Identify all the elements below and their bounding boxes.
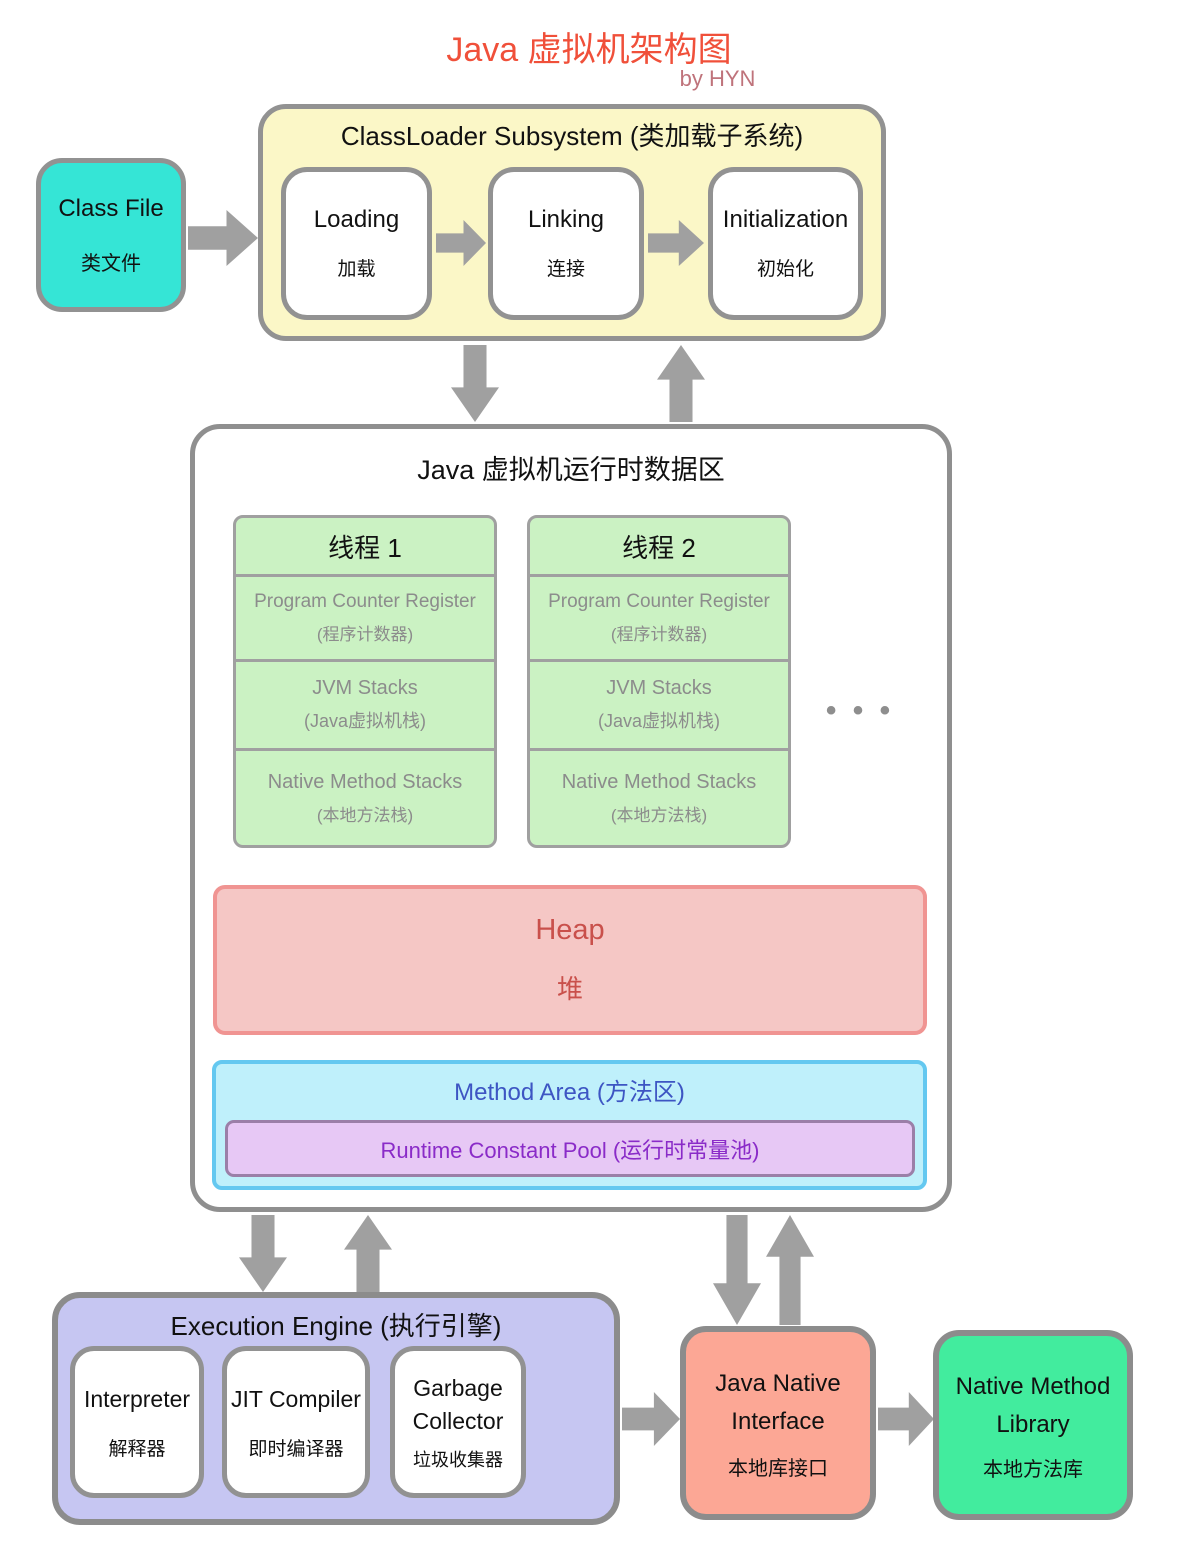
interpreter-title: Interpreter (83, 1385, 191, 1412)
initialization-subtitle: 初始化 (756, 259, 814, 280)
thread-2-native-method-stacks: Native Method Stacks (本地方法栈) (527, 748, 791, 848)
arrow-jni-to-native-library-icon (878, 1392, 934, 1446)
arrow-runtime-to-jni-icon (713, 1215, 761, 1325)
native-method-library-subtitle: 本地方法库 (983, 1458, 1083, 1481)
thread-1-pc-register: Program Counter Register (程序计数器) (233, 574, 497, 662)
thread-1-jvm-stacks: JVM Stacks (Java虚拟机栈) (233, 659, 497, 751)
thread-1-native-method-stacks: Native Method Stacks (本地方法栈) (233, 748, 497, 848)
thread-2-jvm-stacks: JVM Stacks (Java虚拟机栈) (527, 659, 791, 751)
linking-subtitle: 连接 (546, 259, 585, 280)
pc-register-subtitle: (程序计数器) (316, 625, 414, 644)
thread-1-panel: 线程 1 Program Counter Register (程序计数器) JV… (233, 515, 497, 848)
classloader-subsystem-title: ClassLoader Subsystem (类加载子系统) (340, 121, 804, 151)
thread-2-panel: 线程 2 Program Counter Register (程序计数器) JV… (527, 515, 791, 848)
execution-engine-title: Execution Engine (执行引擎) (170, 1311, 502, 1341)
pc-register-subtitle: (程序计数器) (610, 625, 708, 644)
heap-box: Heap 堆 (213, 885, 927, 1035)
native-stacks-subtitle: (本地方法栈) (610, 805, 708, 825)
initialization-title: Initialization (722, 206, 849, 233)
loading-title: Loading (313, 206, 400, 233)
arrow-classloader-to-runtime-icon (451, 345, 499, 422)
jvm-stacks-subtitle: (Java虚拟机栈) (303, 711, 426, 731)
runtime-constant-pool-box: Runtime Constant Pool (运行时常量池) (225, 1120, 915, 1177)
native-method-library-box: Native Method Library 本地方法库 (933, 1330, 1133, 1520)
loading-subtitle: 加载 (337, 259, 376, 280)
native-method-library-title: Native Method Library (955, 1373, 1111, 1438)
runtime-data-area-title: Java 虚拟机运行时数据区 (417, 455, 725, 485)
pc-register-title: Program Counter Register (254, 591, 476, 612)
class-file-subtitle: 类文件 (81, 252, 141, 275)
garbage-collector-subtitle: 垃圾收集器 (413, 1450, 503, 1471)
native-stacks-subtitle: (本地方法栈) (316, 805, 414, 825)
jit-compiler-subtitle: 即时编译器 (248, 1439, 344, 1461)
method-area-title: Method Area (方法区) (454, 1079, 685, 1106)
interpreter-subtitle: 解释器 (108, 1439, 166, 1461)
thread-1-title: 线程 1 (233, 515, 497, 577)
jni-title: Java Native Interface (715, 1370, 841, 1435)
thread-2-title: 线程 2 (527, 515, 791, 577)
initialization-box: Initialization 初始化 (708, 167, 863, 320)
native-stacks-title: Native Method Stacks (267, 770, 463, 793)
arrow-runtime-to-execution-engine-icon (239, 1215, 287, 1292)
loading-box: Loading 加载 (281, 167, 432, 320)
byline: by HYN (679, 66, 756, 91)
linking-title: Linking (527, 206, 605, 233)
heap-title: Heap (535, 914, 605, 946)
thread-2-pc-register: Program Counter Register (程序计数器) (527, 574, 791, 662)
linking-box: Linking 连接 (488, 167, 644, 320)
garbage-collector-box: Garbage Collector 垃圾收集器 (390, 1346, 526, 1498)
interpreter-box: Interpreter 解释器 (70, 1346, 204, 1498)
jvm-stacks-subtitle: (Java虚拟机栈) (597, 711, 720, 731)
pc-register-title: Program Counter Register (548, 591, 770, 612)
arrow-execution-engine-to-jni-icon (622, 1392, 680, 1446)
native-stacks-title: Native Method Stacks (561, 770, 757, 793)
arrow-jni-to-runtime-icon (766, 1215, 814, 1325)
jvm-stacks-title: JVM Stacks (312, 677, 418, 699)
more-threads-ellipsis-icon: • • • (825, 694, 895, 727)
arrow-runtime-to-classloader-icon (657, 345, 705, 422)
page-title: Java 虚拟机架构图 (446, 31, 732, 69)
arrow-execution-engine-to-runtime-icon (344, 1215, 392, 1292)
garbage-collector-title: Garbage Collector (412, 1374, 504, 1434)
jit-compiler-title: JIT Compiler (231, 1385, 361, 1412)
arrow-classfile-to-classloader-icon (188, 210, 258, 266)
class-file-title: Class File (58, 194, 164, 222)
jni-box: Java Native Interface 本地库接口 (680, 1326, 876, 1520)
jni-subtitle: 本地库接口 (728, 1457, 828, 1480)
class-file-box: Class File 类文件 (36, 158, 186, 312)
jvm-stacks-title: JVM Stacks (606, 677, 712, 699)
jit-compiler-box: JIT Compiler 即时编译器 (222, 1346, 370, 1498)
heap-subtitle: 堆 (556, 974, 583, 1004)
